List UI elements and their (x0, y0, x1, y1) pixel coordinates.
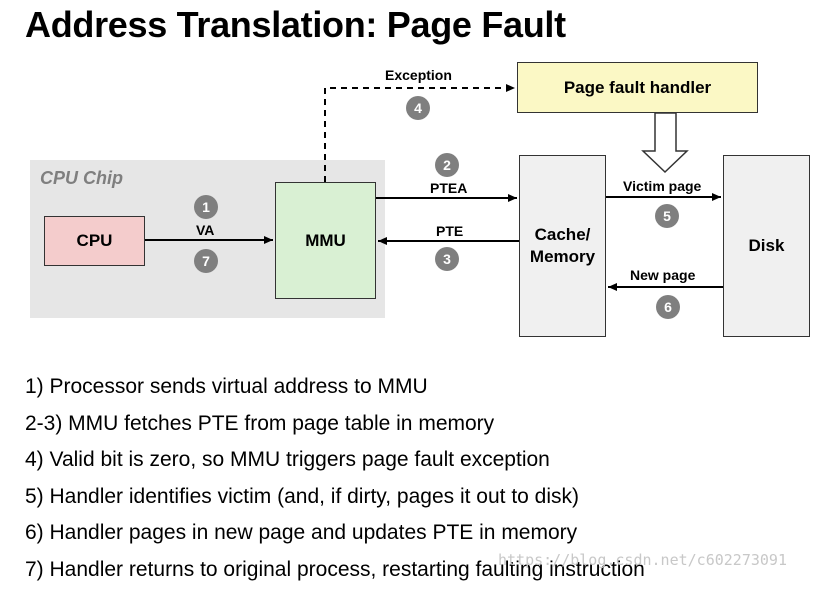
exception-arrow (324, 84, 515, 182)
step-badge-5: 5 (655, 204, 679, 228)
step-list: 1) Processor sends virtual address to MM… (25, 372, 645, 592)
ptea-label: PTEA (430, 180, 468, 196)
victim-page-label: Victim page (623, 178, 702, 194)
cpu-chip-label: CPU Chip (40, 168, 123, 188)
exception-label: Exception (385, 67, 452, 83)
step-badge-4: 4 (406, 96, 430, 120)
disk-box: Disk (723, 155, 810, 337)
step-badge-6: 6 (656, 295, 680, 319)
step-item: 1) Processor sends virtual address to MM… (25, 375, 428, 398)
step-badge-3: 3 (435, 247, 459, 271)
new-page-label: New page (630, 267, 696, 283)
pte-label: PTE (436, 223, 464, 239)
va-label: VA (196, 222, 215, 238)
handler-down-arrow (641, 112, 689, 174)
mmu-box: MMU (275, 182, 376, 299)
cache-memory-box: Cache/ Memory (519, 155, 606, 337)
step-badge-2: 2 (435, 153, 459, 177)
step-item: 4) Valid bit is zero, so MMU triggers pa… (25, 448, 550, 472)
step-item: 5) Handler identifies victim (and, if di… (25, 484, 580, 508)
step-badge-1: 1 (194, 195, 218, 219)
step-item: 7) Handler returns to original process, … (25, 557, 645, 581)
step-item: 6) Handler pages in new page and updates… (25, 521, 578, 545)
watermark: https://blog.csdn.net/c602273091 (498, 551, 787, 569)
step-item: 2-3) MMU fetches PTE from page table in … (25, 411, 495, 435)
step-badge-7: 7 (194, 249, 218, 273)
cpu-box: CPU (44, 216, 145, 266)
page-title: Address Translation: Page Fault (25, 4, 566, 45)
page-fault-handler-box: Page fault handler (517, 62, 758, 113)
